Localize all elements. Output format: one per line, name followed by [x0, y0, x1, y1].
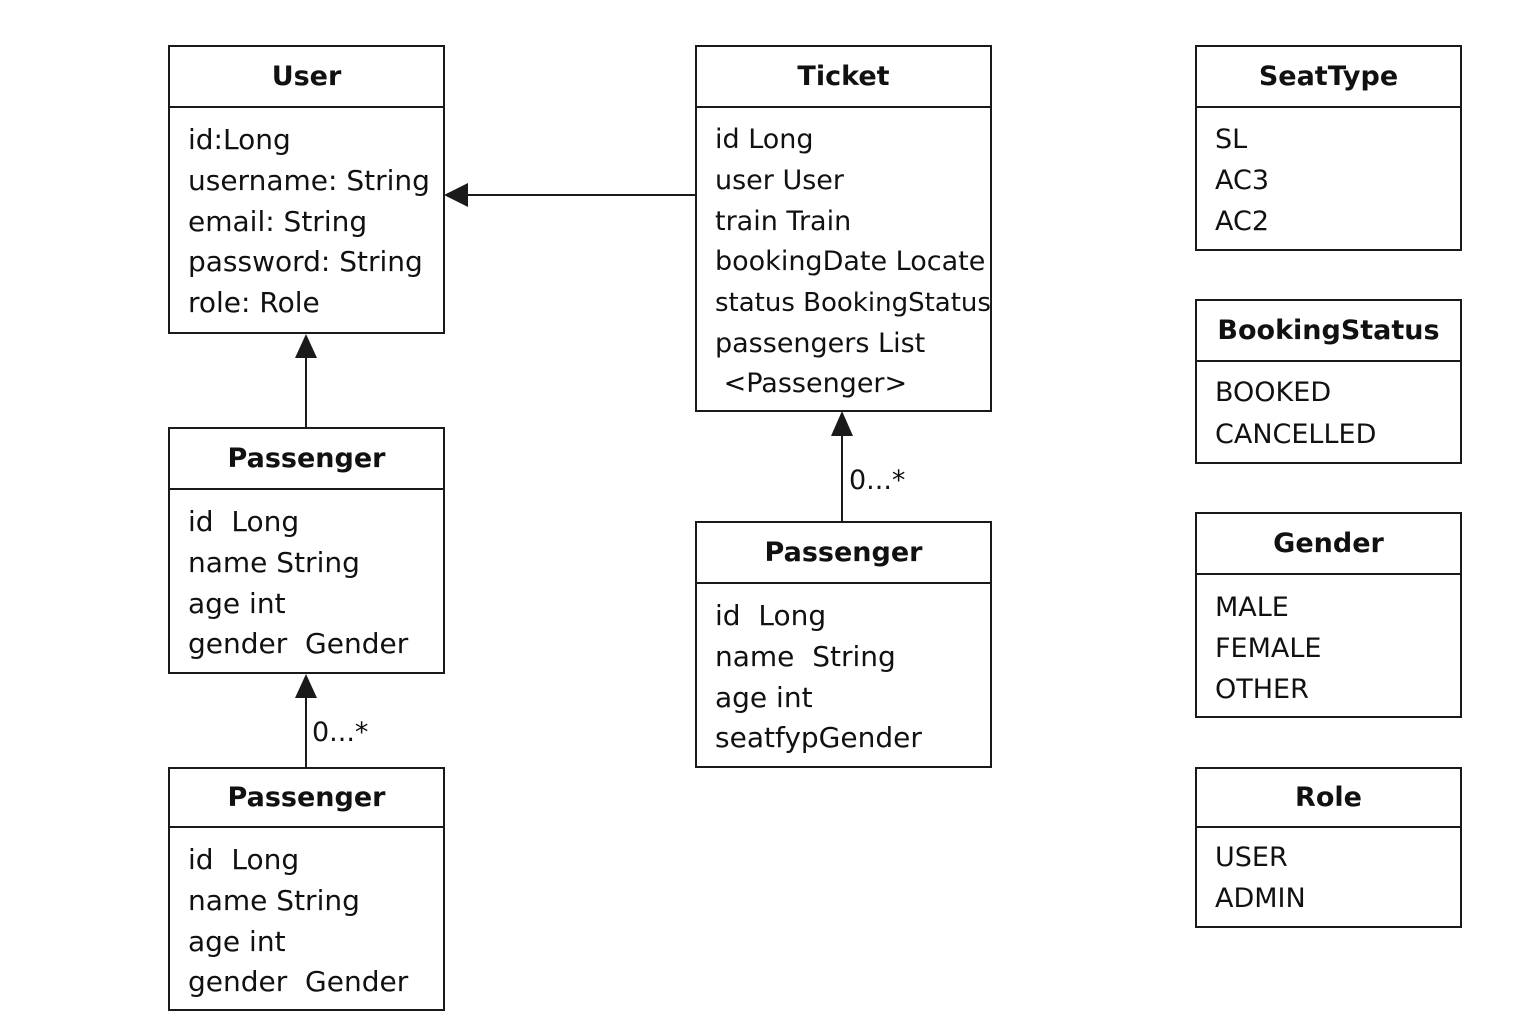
- passenger-to-ticket-association: [831, 411, 853, 522]
- enum-name: SeatType: [1197, 47, 1460, 108]
- enum-value: CANCELLED: [1215, 419, 1377, 450]
- enum-name: Gender: [1197, 514, 1460, 575]
- passenger-to-user-association: [295, 334, 317, 427]
- class-name: Passenger: [170, 429, 443, 490]
- attribute: id Long: [715, 599, 827, 632]
- passenger-class-box: Passenger id Long name String age int ge…: [168, 767, 445, 1011]
- attribute: gender Gender: [188, 965, 409, 999]
- attribute: train Train: [715, 205, 852, 237]
- enum-value: SL: [1215, 124, 1248, 155]
- attribute-list: id Long name String age int gender Gende…: [170, 828, 443, 1011]
- class-name: Ticket: [697, 47, 990, 108]
- enum-value: AC2: [1215, 205, 1270, 237]
- ticket-class-box: Ticket id Long user User train Train boo…: [695, 45, 992, 412]
- attribute: user User: [715, 164, 845, 196]
- attribute: email: String: [188, 204, 368, 238]
- attribute: id Long: [188, 505, 300, 538]
- enum-value: MALE: [1215, 592, 1289, 623]
- multiplicity-label: 0...*: [312, 717, 369, 748]
- attribute: age int: [188, 586, 286, 620]
- class-name: Passenger: [170, 769, 443, 828]
- attribute: name String: [188, 883, 360, 917]
- class-name: Passenger: [697, 523, 990, 584]
- enum-value: BOOKED: [1215, 377, 1332, 408]
- enum-value-list: SL AC3 AC2: [1197, 108, 1460, 250]
- enum-value-list: USER ADMIN: [1197, 828, 1460, 928]
- attribute: id Long: [715, 124, 814, 155]
- seat-type-enum-box: SeatType SL AC3 AC2: [1195, 45, 1462, 251]
- attribute: age int: [715, 680, 813, 714]
- attribute: passengers List: [715, 327, 926, 359]
- gender-enum-box: Gender MALE FEMALE OTHER: [1195, 512, 1462, 718]
- user-class-box: User id:Long username: String email: Str…: [168, 45, 445, 334]
- passenger-class-box: Passenger id Long name String age int ge…: [168, 427, 445, 674]
- attribute: name String: [188, 545, 360, 579]
- attribute: id Long: [188, 843, 300, 876]
- enum-value: AC3: [1215, 164, 1270, 196]
- enum-value-list: MALE FEMALE OTHER: [1197, 575, 1460, 718]
- role-enum-box: Role USER ADMIN: [1195, 767, 1462, 928]
- passenger-class-box: Passenger id Long name String age int se…: [695, 521, 992, 768]
- attribute: age int: [188, 924, 286, 958]
- arrowhead-icon: [295, 674, 317, 698]
- enum-value: FEMALE: [1215, 633, 1322, 664]
- multiplicity-label: 0...*: [849, 465, 906, 496]
- class-name: User: [170, 47, 443, 108]
- attribute: status BookingStatus: [715, 288, 991, 319]
- attribute: id:Long: [188, 123, 291, 156]
- ticket-to-user-association: [444, 183, 696, 207]
- attribute: bookingDate Locate: [715, 246, 986, 278]
- attribute-list: id Long user User train Train bookingDat…: [697, 108, 991, 411]
- booking-status-enum-box: BookingStatus BOOKED CANCELLED: [1195, 299, 1462, 464]
- enum-value: OTHER: [1215, 674, 1309, 705]
- arrowhead-icon: [831, 411, 853, 436]
- attribute-list: id Long name String age int seatfypGende…: [697, 584, 990, 767]
- attribute: role: Role: [188, 286, 320, 320]
- attribute: seatfypGender: [715, 721, 922, 755]
- attribute-list: id:Long username: String email: String p…: [170, 108, 443, 332]
- arrowhead-icon: [295, 334, 317, 358]
- enum-name: BookingStatus: [1197, 301, 1460, 362]
- enum-value: ADMIN: [1215, 882, 1306, 914]
- attribute: username: String: [188, 163, 430, 197]
- attribute: <Passenger>: [715, 367, 908, 399]
- enum-value: USER: [1215, 842, 1288, 873]
- enum-value-list: BOOKED CANCELLED: [1197, 362, 1460, 464]
- enum-name: Role: [1197, 769, 1460, 828]
- attribute: password: String: [188, 245, 423, 279]
- arrowhead-icon: [444, 183, 468, 207]
- attribute: name String: [715, 639, 896, 673]
- attribute-list: id Long name String age int gender Gende…: [170, 490, 443, 673]
- passenger-to-passenger-association: [295, 674, 317, 768]
- attribute: gender Gender: [188, 627, 409, 661]
